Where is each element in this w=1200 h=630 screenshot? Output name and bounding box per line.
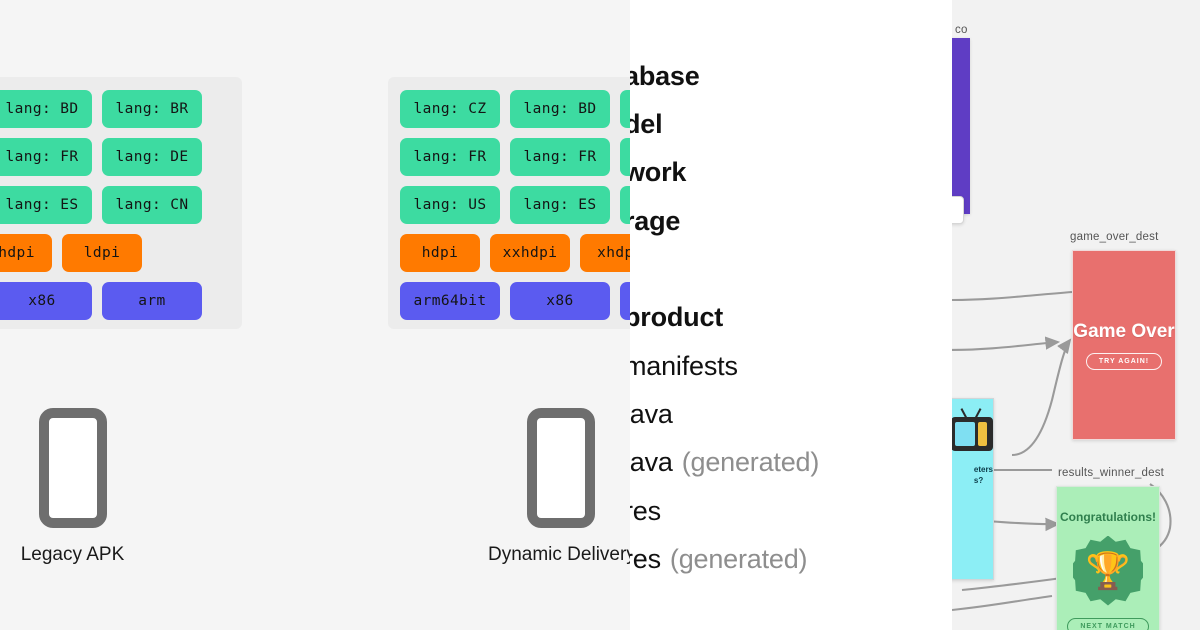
abi-chip: x86	[510, 282, 610, 320]
language-chip: lang: US	[400, 186, 500, 224]
tree-item-label: del	[630, 109, 663, 140]
project-tree-list[interactable]: abasedelworkrageproductmanifestsjavajava…	[630, 52, 952, 584]
tree-item-label: res	[630, 544, 661, 575]
language-chip: lang: BR	[102, 90, 202, 128]
phone-icon	[526, 408, 595, 528]
tree-item[interactable]: work	[630, 149, 952, 197]
tree-item-label: res	[630, 495, 661, 526]
tree-item-label: java	[630, 399, 673, 430]
tree-item-label: work	[630, 157, 687, 188]
graph-node-purple[interactable]	[952, 38, 970, 214]
tree-item-label: manifests	[630, 350, 738, 381]
graph-node-cyan[interactable]: eters s?	[952, 398, 994, 580]
tree-item-label: java	[630, 447, 673, 478]
language-chip: lang: ES	[510, 186, 610, 224]
game-over-title: Game Over	[1073, 320, 1175, 342]
cyan-node-text: eters s?	[973, 465, 993, 485]
language-chip: lang: DE	[102, 138, 202, 176]
language-chip: lang: FR	[510, 138, 610, 176]
graph-node-white-small[interactable]	[952, 196, 964, 224]
dynamic-delivery-device: Dynamic Delivery	[488, 408, 636, 566]
tree-item[interactable]: manifests	[630, 342, 952, 390]
language-chip: lang: BD	[0, 90, 92, 128]
density-chip: ldpi	[62, 234, 142, 272]
navigation-graph-canvas[interactable]: co eters s? game_over_dest Game Over TRY…	[952, 0, 1200, 630]
tree-item[interactable]: res (generated)	[630, 536, 952, 584]
tree-item[interactable]: product	[630, 294, 952, 342]
tree-item[interactable]: del	[630, 100, 952, 148]
phone-icon	[38, 408, 107, 528]
tree-item[interactable]: abase	[630, 52, 952, 100]
language-chip: lang: FR	[400, 138, 500, 176]
congratulations-title: Congratulations!	[1060, 509, 1156, 524]
abi-chip: arm	[102, 282, 202, 320]
try-again-button[interactable]: TRY AGAIN!	[1085, 352, 1163, 370]
density-chip: xxhdpi	[490, 234, 570, 272]
tree-item[interactable]: java (generated)	[630, 439, 952, 487]
tree-item[interactable]: java	[630, 390, 952, 438]
legacy-apk-label: Legacy APK	[20, 544, 125, 565]
tree-item-label: product	[630, 302, 724, 333]
results-winner-node-label: results_winner_dest	[1058, 467, 1165, 479]
purple-node-label: co	[955, 24, 968, 36]
language-chip: lang: FR	[0, 138, 92, 176]
language-chip: lang: CZ	[400, 90, 500, 128]
abi-chip: x86	[0, 282, 92, 320]
language-chip: lang: ES	[0, 186, 92, 224]
trophy-icon: 🏆	[1073, 535, 1143, 606]
graph-node-results-winner[interactable]: Congratulations! 🏆 NEXT MATCH LEADERBOAR…	[1056, 486, 1160, 630]
legacy-apk-device: Legacy APK	[0, 408, 145, 566]
project-tree-overlay: abasedelworkrageproductmanifestsjavajava…	[630, 0, 952, 630]
dynamic-delivery-label: Dynamic Delivery	[488, 544, 636, 565]
language-chip: lang: BD	[510, 90, 610, 128]
tree-item-annotation: (generated)	[669, 544, 808, 575]
tree-item[interactable]: rage	[630, 197, 952, 245]
tree-item[interactable]: res	[630, 487, 952, 535]
tv-icon	[952, 417, 993, 451]
next-match-button[interactable]: NEXT MATCH	[1067, 617, 1149, 630]
game-over-node-label: game_over_dest	[1070, 231, 1159, 243]
tree-item-annotation: (generated)	[681, 447, 820, 478]
density-chip: hdpi	[400, 234, 480, 272]
graph-node-game-over[interactable]: Game Over TRY AGAIN!	[1072, 250, 1176, 440]
tree-item-label: abase	[630, 60, 700, 91]
abi-chip: arm64bit	[400, 282, 500, 320]
tree-spacer	[630, 246, 952, 294]
density-chip: xhdpi	[0, 234, 52, 272]
language-chip: lang: CN	[102, 186, 202, 224]
tree-item-label: rage	[630, 205, 681, 236]
